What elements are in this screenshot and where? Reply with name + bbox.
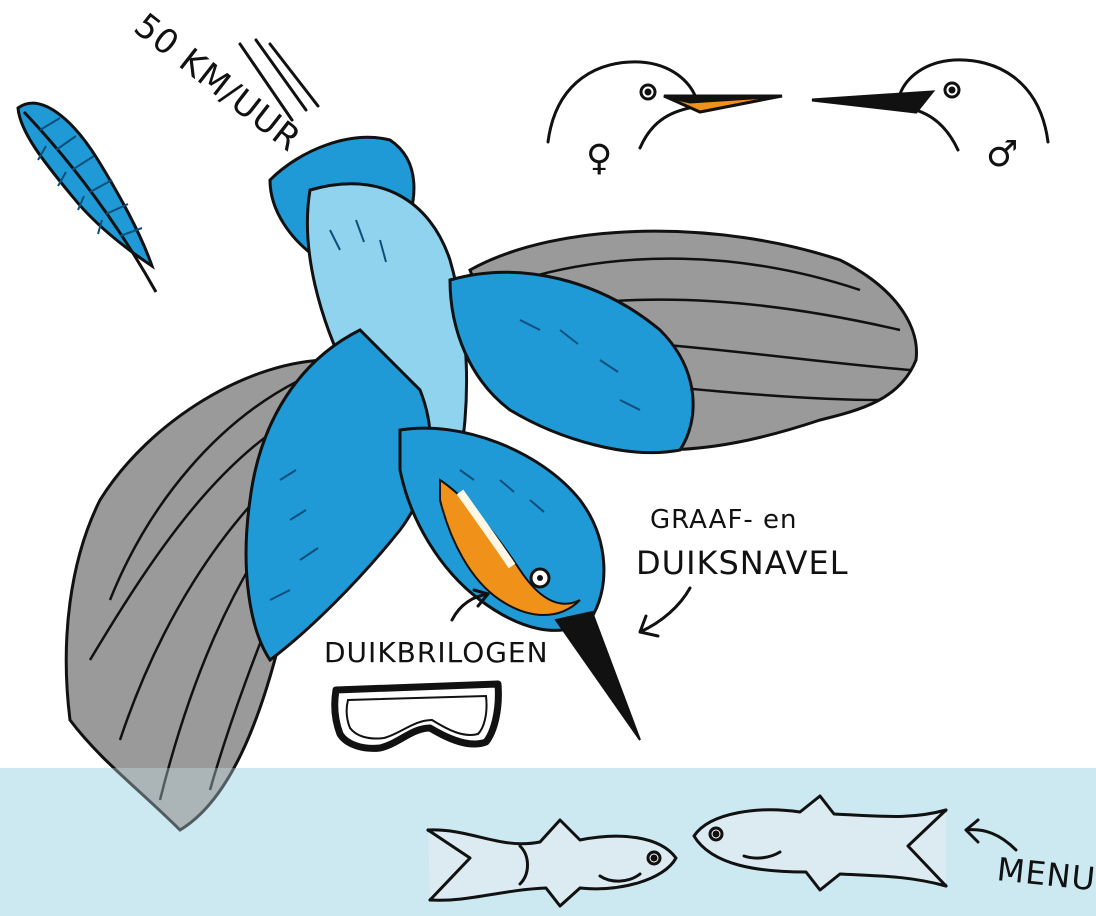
goggles-icon (335, 684, 499, 748)
arrow-icon (452, 590, 488, 620)
female-symbol: ♀ (586, 138, 613, 179)
bird-head-female-icon (548, 62, 782, 148)
beak (556, 612, 640, 740)
arrow-icon (640, 588, 690, 636)
goggles-label: DUIKBRILOGEN (324, 636, 549, 669)
male-symbol: ♂ (986, 134, 1019, 175)
beak-label-line2: DUIKSNAVEL (636, 544, 849, 582)
speed-label: 50 KM/UUR (126, 6, 308, 160)
feather-icon (18, 103, 156, 292)
beak-label-line1: GRAAF- en (650, 505, 798, 535)
